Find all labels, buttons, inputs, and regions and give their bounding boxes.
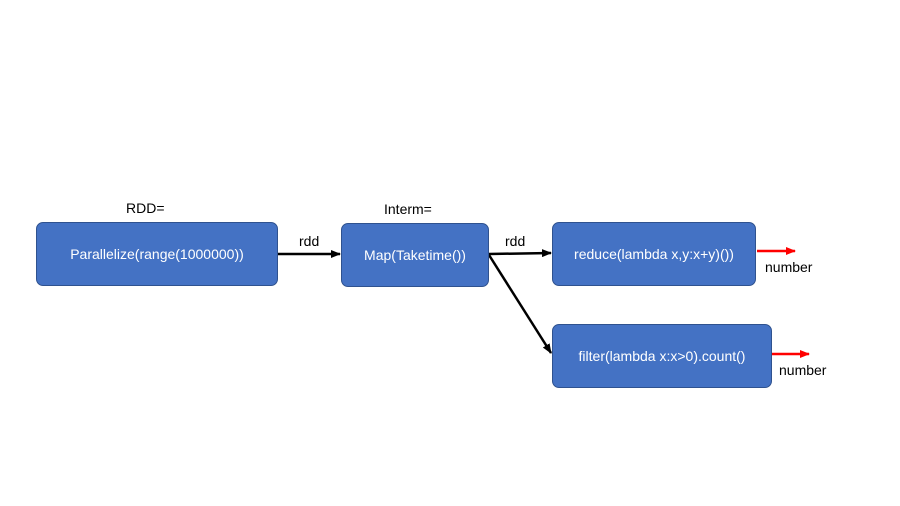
parallelize-node-label: Parallelize(range(1000000)) [70,246,244,262]
filter-node: filter(lambda x:x>0).count() [552,324,772,388]
rdd-assign-label: RDD= [126,200,165,216]
filter-node-label: filter(lambda x:x>0).count() [578,348,746,364]
edge-map-to-reduce [488,249,552,258]
reduce-node-label: reduce(lambda x,y:x+y)()) [574,246,734,262]
parallelize-node: Parallelize(range(1000000)) [36,222,278,286]
reduce-output-label: number [765,259,813,275]
reduce-node: reduce(lambda x,y:x+y)()) [552,222,756,286]
filter-output-label: number [779,362,827,378]
map-node: Map(Taketime()) [341,223,489,287]
edge-map-to-filter [487,254,553,354]
map-node-label: Map(Taketime()) [364,247,466,263]
interm-assign-label: Interm= [384,201,432,217]
edge-label-rdd: rdd [505,233,526,249]
edge-label-rdd: rdd [299,233,320,249]
